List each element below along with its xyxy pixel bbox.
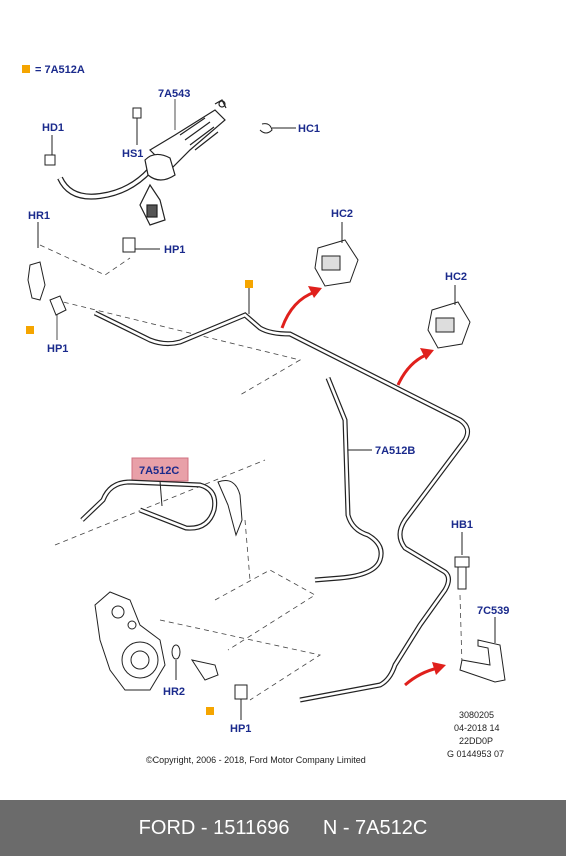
arrows xyxy=(280,290,439,687)
label-7A512C: 7A512C xyxy=(139,465,179,477)
hp1-top-pin xyxy=(122,237,160,253)
hb1-bolt xyxy=(454,532,470,590)
hr2-ring xyxy=(171,644,181,680)
label-hp1-top: HP1 xyxy=(164,244,185,256)
footer-reference: N - 7A512C xyxy=(322,816,428,839)
arrow-2 xyxy=(396,353,427,386)
hp1-bottom-pin xyxy=(234,684,248,720)
master-cylinder xyxy=(57,99,227,226)
label-hd1: HD1 xyxy=(42,122,64,134)
label-7A543: 7A543 xyxy=(158,88,190,100)
arrow-3 xyxy=(404,666,439,687)
label-7C539: 7C539 xyxy=(477,605,509,617)
hd1-clip xyxy=(44,135,56,166)
legend-marker xyxy=(22,65,30,73)
legend-text: = 7A512A xyxy=(35,64,85,76)
label-hp1-left: HP1 xyxy=(47,343,68,355)
label-7A512B: 7A512B xyxy=(375,445,415,457)
marker-pipe xyxy=(245,280,253,288)
doc-code-4: G 0144953 07 xyxy=(447,749,504,759)
label-hp1-bottom: HP1 xyxy=(230,723,251,735)
label-hb1: HB1 xyxy=(451,519,473,531)
label-hr1: HR1 xyxy=(28,210,50,222)
label-hc2-b: HC2 xyxy=(445,271,467,283)
hc2-clip-b xyxy=(427,285,471,349)
hr1-connector xyxy=(27,222,67,316)
footer-bar: FORD - 1511696 N - 7A512C xyxy=(0,800,566,856)
hc1-clip xyxy=(259,123,296,134)
reference-lines xyxy=(39,244,463,701)
label-hr2: HR2 xyxy=(163,686,185,698)
doc-code-1: 3080205 xyxy=(459,710,494,720)
marker-slave xyxy=(206,707,214,715)
copyright: ©Copyright, 2006 - 2018, Ford Motor Comp… xyxy=(146,755,366,765)
doc-code-2: 04-2018 14 xyxy=(454,723,500,733)
label-hs1: HS1 xyxy=(122,148,143,160)
hc2-clip-a xyxy=(314,222,359,287)
arrow-1 xyxy=(280,290,316,329)
bracket-7C539 xyxy=(459,617,506,683)
label-hc2-a: HC2 xyxy=(331,208,353,220)
slave-cylinder xyxy=(94,591,166,691)
legend-marker-left xyxy=(26,326,34,334)
doc-code-3: 22DD0P xyxy=(459,736,493,746)
footer-part-number: FORD - 1511696 xyxy=(138,816,290,839)
label-hc1: HC1 xyxy=(298,123,320,135)
bleed-nipple xyxy=(190,659,219,681)
hs1-screw xyxy=(132,107,142,145)
parts-diagram: = 7A512A xyxy=(22,64,509,765)
